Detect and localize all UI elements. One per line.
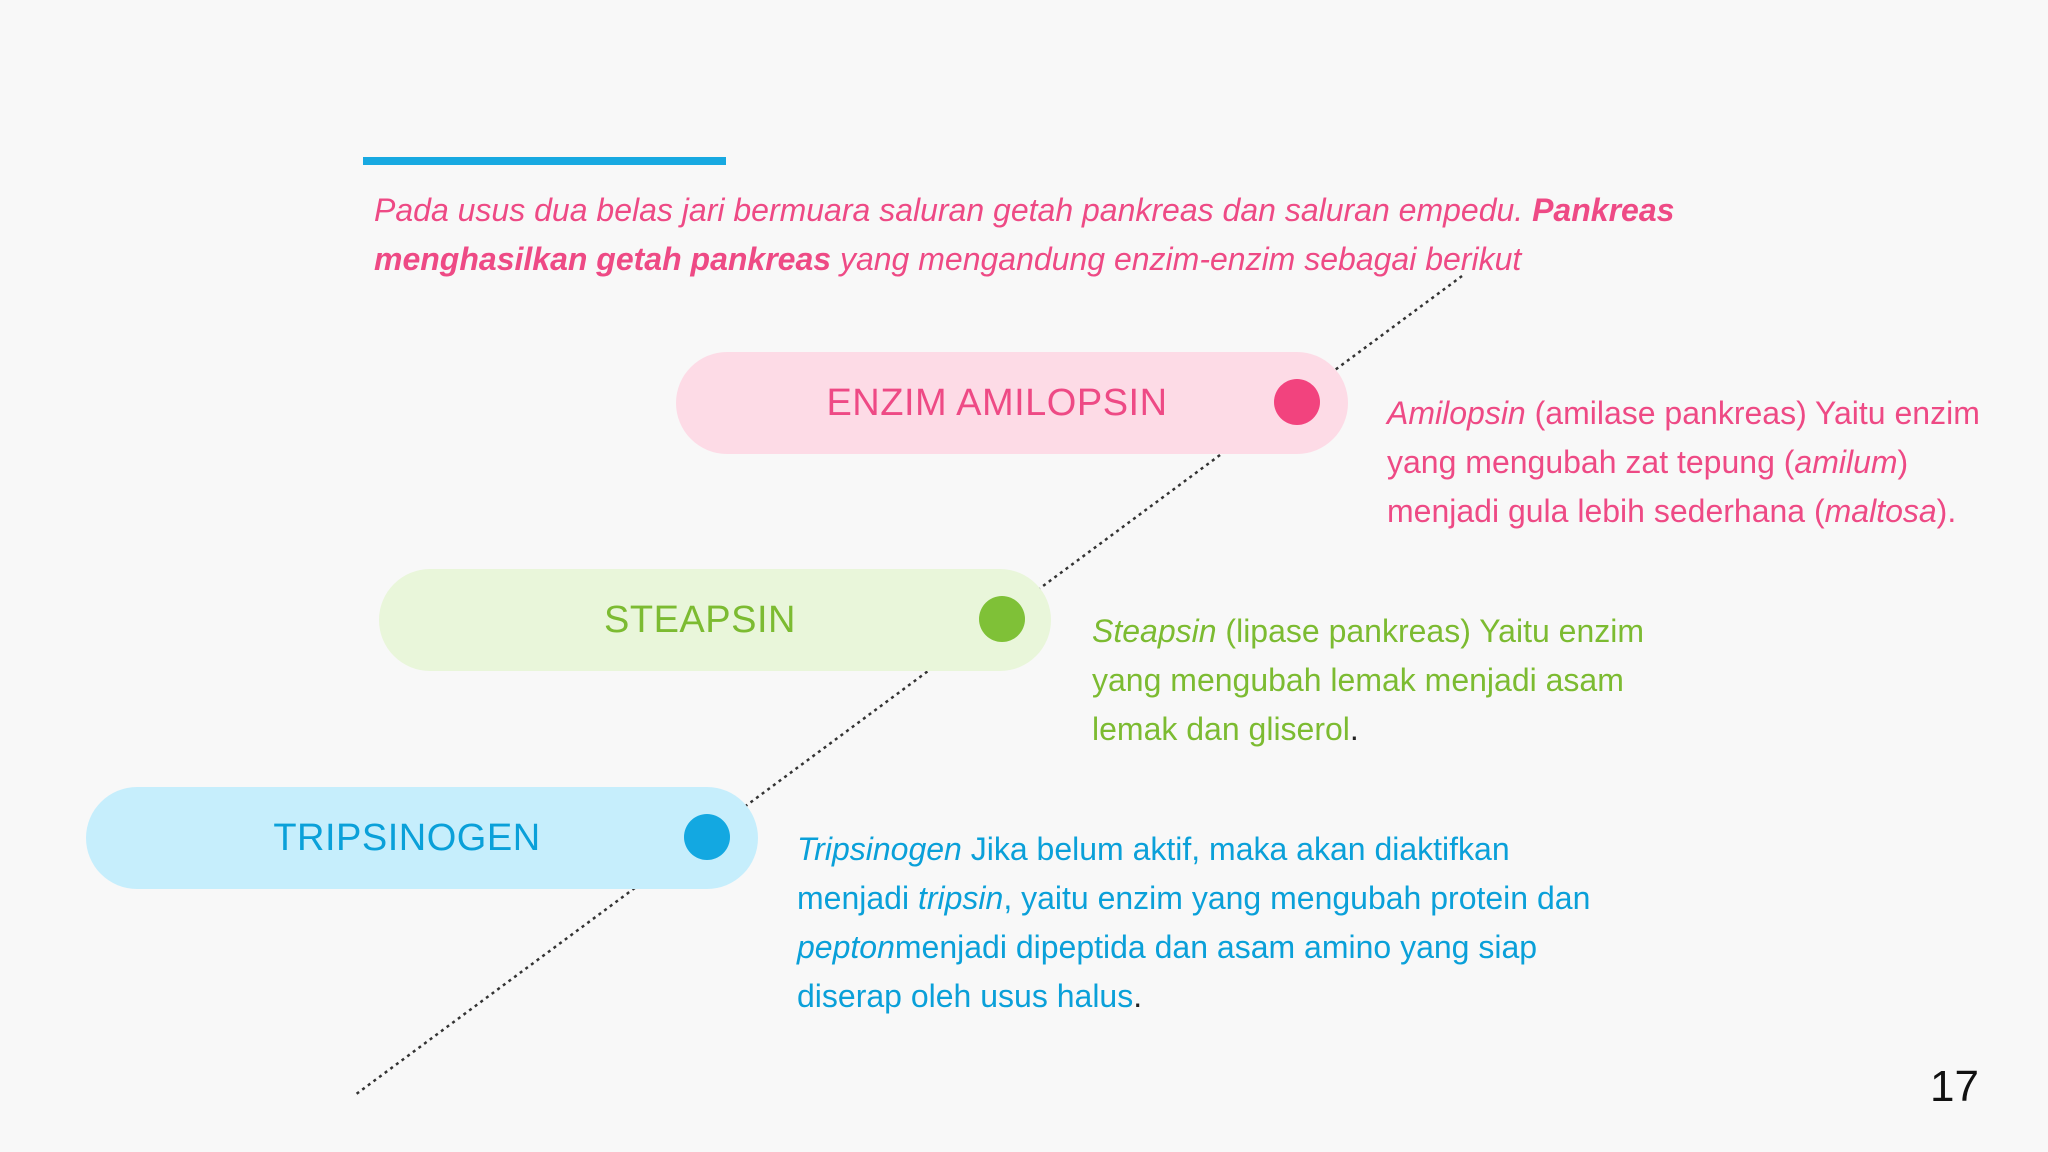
desc-amilopsin-term-2: amilum [1794, 444, 1898, 480]
desc-amilopsin: Amilopsin (amilase pankreas) Yaitu enzim… [1387, 389, 2007, 536]
desc-tripsinogen-term-2: tripsin [917, 880, 1004, 916]
desc-steapsin-end: . [1349, 711, 1359, 747]
desc-amilopsin-term: Amilopsin [1387, 395, 1526, 431]
intro-text-bold: Pankreas menghasilkan getah pankreas [374, 192, 1675, 277]
pill-tripsinogen: TRIPSINOGEN [86, 787, 758, 889]
desc-tripsinogen-text-2: , yaitu enzim yang mengubah protein dan [1003, 880, 1591, 916]
desc-tripsinogen: Tripsinogen Jika belum aktif, maka akan … [797, 825, 1617, 1021]
intro-text-2: yang mengandung enzim-enzim sebagai beri… [831, 241, 1522, 277]
desc-tripsinogen-end: . [1133, 978, 1143, 1014]
desc-steapsin-term: Steapsin [1092, 613, 1217, 649]
dot-steapsin [979, 596, 1025, 642]
desc-amilopsin-text-1: (amilase pankreas) Yaitu enzim yang meng… [1387, 395, 1980, 480]
desc-steapsin: Steapsin (lipase pankreas) Yaitu enzim y… [1092, 607, 1712, 754]
desc-tripsinogen-term: Tripsinogen [797, 831, 962, 867]
desc-amilopsin-term-3: maltosa [1824, 493, 1937, 529]
page-number: 17 [1930, 1062, 1979, 1111]
pill-label-steapsin: STEAPSIN [604, 598, 796, 641]
intro-paragraph: Pada usus dua belas jari bermuara salura… [374, 186, 1794, 284]
title-accent-bar [363, 157, 726, 165]
intro-text-1: Pada usus dua belas jari bermuara salura… [374, 192, 1533, 228]
desc-tripsinogen-term-3: pepton [797, 929, 895, 965]
desc-amilopsin-text-3: ). [1936, 493, 1957, 529]
dot-amilopsin [1274, 379, 1320, 425]
desc-amilopsin-text-2: ) menjadi gula lebih sederhana ( [1387, 444, 1909, 529]
desc-tripsinogen-text-3: menjadi dipeptida dan asam amino yang si… [797, 929, 1538, 1014]
desc-tripsinogen-text-1: Jika belum aktif, maka akan diaktifkan m… [797, 831, 1510, 916]
pill-amilopsin: ENZIM AMILOPSIN [676, 352, 1348, 454]
pill-label-amilopsin: ENZIM AMILOPSIN [826, 381, 1168, 424]
dot-tripsinogen [684, 814, 730, 860]
pill-steapsin: STEAPSIN [379, 569, 1051, 671]
pill-label-tripsinogen: TRIPSINOGEN [273, 816, 541, 859]
desc-steapsin-text: (lipase pankreas) Yaitu enzim yang mengu… [1092, 613, 1644, 747]
